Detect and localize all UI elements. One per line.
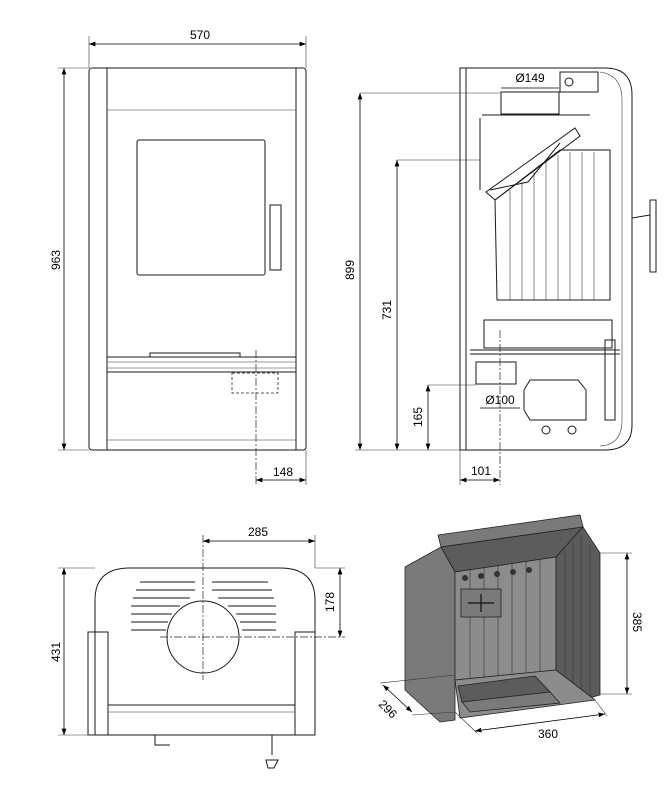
dim-height-731: 731 [380,300,394,320]
dim-center-285: 285 [248,525,268,539]
dim-offset-101: 101 [471,464,491,478]
dim-height-165: 165 [411,407,425,427]
ash-drawer [231,372,279,394]
dim-width-360: 360 [538,727,558,741]
air-inlet [475,361,517,385]
door-glass [136,139,266,276]
dim-height-963: 963 [49,250,63,270]
dim-height-899: 899 [343,260,357,280]
ash-pan [483,319,613,349]
flue-collar [500,91,560,115]
dim-depth-296: 296 [376,697,400,721]
dim-flue-149: Ø149 [515,71,545,85]
vent-slots-right [212,581,276,631]
dim-offset-148: 148 [273,465,293,479]
dim-width-570: 570 [190,28,210,42]
firebox-3d-view: 385 296 360 [376,514,644,741]
top-view: 285 431 178 [49,525,345,769]
baffle [485,127,581,201]
dim-offset-178: 178 [323,592,337,612]
door-handle [269,204,282,271]
dim-height-385: 385 [630,612,644,632]
firebox-left-wall [404,546,456,723]
firebox-side [494,149,611,301]
side-view: Ø149 899 731 165 Ø100 101 [343,67,657,485]
vent-slots-left [131,581,195,631]
side-handle [649,199,657,273]
front-view: 570 963 148 [49,28,307,485]
dim-depth-431: 431 [49,642,63,662]
